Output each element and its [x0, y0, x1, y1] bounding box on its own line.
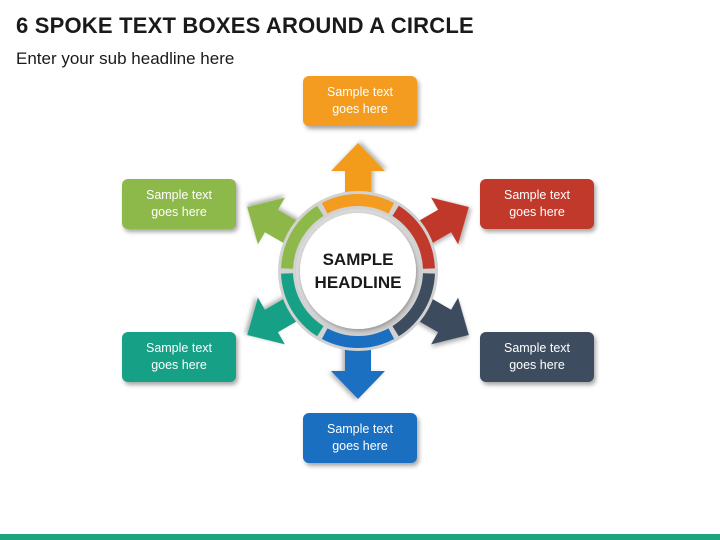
ring-segment-top	[321, 193, 395, 214]
text-box-top[interactable]: Sample text goes here	[303, 76, 417, 126]
text-box-upper-left[interactable]: Sample text goes here	[122, 179, 236, 229]
text-box-top-line1: Sample text	[326, 85, 393, 99]
text-box-lower-left-line2: goes here	[151, 358, 207, 372]
text-box-bottom-line2: goes here	[332, 439, 388, 453]
text-box-lower-right-line2: goes here	[509, 358, 565, 372]
ring-segment-bottom	[321, 328, 395, 349]
ring-segment-upper-right	[392, 205, 435, 269]
text-box-upper-left-line2: goes here	[151, 205, 207, 219]
text-box-lower-right-line1: Sample text	[503, 341, 570, 355]
center-headline: SAMPLE HEADLINE	[308, 248, 408, 294]
arrow-bottom	[331, 343, 385, 399]
text-box-upper-right-line1: Sample text	[503, 188, 570, 202]
center-circle	[300, 213, 416, 329]
text-box-lower-right[interactable]: Sample text goes here	[480, 332, 594, 382]
segmented-ring	[281, 193, 435, 349]
ring-segment-upper-left	[281, 205, 324, 269]
footer-bar	[0, 534, 720, 540]
center-headline-line1: SAMPLE	[322, 250, 394, 269]
text-box-upper-left-line1: Sample text	[145, 188, 212, 202]
text-box-bottom[interactable]: Sample text goes here	[303, 413, 417, 463]
ring-segment-lower-right	[392, 273, 435, 337]
arrow-top	[331, 143, 385, 199]
center-headline-line2: HEADLINE	[314, 273, 402, 292]
text-box-lower-left-line1: Sample text	[145, 341, 212, 355]
text-box-lower-left[interactable]: Sample text goes here	[122, 332, 236, 382]
text-box-top-line2: goes here	[332, 102, 388, 116]
text-box-upper-right[interactable]: Sample text goes here	[480, 179, 594, 229]
page-title: 6 SPOKE TEXT BOXES AROUND A CIRCLE	[16, 13, 474, 38]
page-subtitle: Enter your sub headline here	[16, 49, 235, 68]
text-box-bottom-line1: Sample text	[326, 422, 393, 436]
text-box-upper-right-line2: goes here	[509, 205, 565, 219]
ring-segment-lower-left	[281, 273, 324, 337]
